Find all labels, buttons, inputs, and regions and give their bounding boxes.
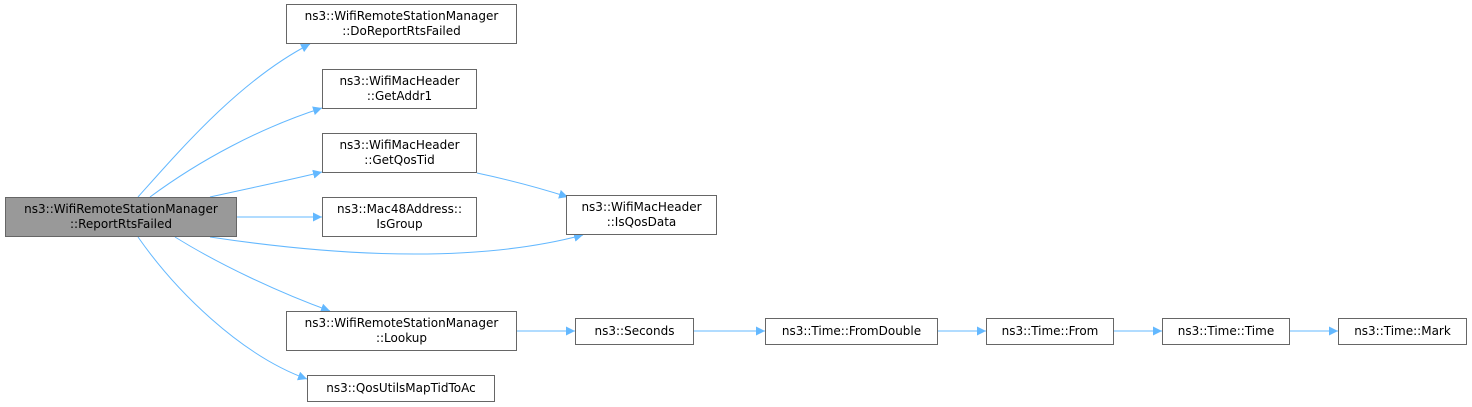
node-lookup[interactable]: ns3::WifiRemoteStationManager ::Lookup [286, 311, 517, 351]
edge-reportrtsfailed-lookup [174, 236, 331, 313]
node-doreportrtsfailed-line1: ns3::WifiRemoteStationManager [304, 9, 499, 23]
edge-reportrtsfailed-isqosdata [209, 232, 584, 255]
node-qosutilsmaptidtoac[interactable]: ns3::QosUtilsMapTidToAc [307, 375, 495, 402]
node-seconds[interactable]: ns3::Seconds [575, 318, 694, 345]
edge-reportrtsfailed-getqostid [209, 169, 323, 198]
node-lookup-line1: ns3::WifiRemoteStationManager [304, 316, 499, 330]
node-from-label: ns3::Time::From [1001, 324, 1099, 338]
node-doreportrtsfailed-line2: ::DoReportRtsFailed [342, 24, 461, 38]
node-doreportrtsfailed[interactable]: ns3::WifiRemoteStationManager ::DoReport… [286, 4, 517, 44]
node-lookup-line2: ::Lookup [375, 331, 428, 345]
node-isqosdata[interactable]: ns3::WifiMacHeader ::IsQosData [566, 195, 717, 235]
node-getqostid-line2: ::GetQosTid [364, 153, 435, 167]
node-getaddr1-line2: ::GetAddr1 [366, 89, 433, 103]
edge-reportrtsfailed-qosutilsmaptidtoac [137, 236, 308, 381]
node-isgroup[interactable]: ns3::Mac48Address:: IsGroup [322, 197, 477, 237]
node-mark-label: ns3::Time::Mark [1354, 324, 1451, 338]
node-reportrtsfailed-line1: ns3::WifiRemoteStationManager [24, 202, 218, 216]
node-reportrtsfailed-line2: ::ReportRtsFailed [70, 217, 172, 231]
node-getqostid-line1: ns3::WifiMacHeader [339, 138, 460, 152]
node-seconds-label: ns3::Seconds [594, 324, 675, 338]
edge-getqostid-isqosdata [476, 172, 569, 199]
node-isqosdata-line2: ::IsQosData [606, 215, 677, 229]
node-getaddr1-line1: ns3::WifiMacHeader [339, 74, 460, 88]
node-isgroup-line1: ns3::Mac48Address:: [336, 202, 463, 216]
node-time[interactable]: ns3::Time::Time [1162, 318, 1290, 345]
node-qosutilsmaptidtoac-label: ns3::QosUtilsMapTidToAc [326, 381, 476, 395]
node-isgroup-line2: IsGroup [376, 217, 423, 231]
node-isqosdata-line1: ns3::WifiMacHeader [581, 200, 702, 214]
node-getqostid[interactable]: ns3::WifiMacHeader ::GetQosTid [322, 133, 477, 173]
node-getaddr1[interactable]: ns3::WifiMacHeader ::GetAddr1 [322, 69, 477, 109]
edge-reportrtsfailed-doreportrtsfailed [137, 43, 311, 198]
node-reportrtsfailed: ns3::WifiRemoteStationManager ::ReportRt… [5, 197, 237, 237]
node-from[interactable]: ns3::Time::From [986, 318, 1114, 345]
node-time-label: ns3::Time::Time [1177, 324, 1275, 338]
node-fromdouble[interactable]: ns3::Time::FromDouble [765, 318, 938, 345]
node-mark[interactable]: ns3::Time::Mark [1338, 318, 1467, 345]
edge-reportrtsfailed-getaddr1 [149, 106, 323, 198]
node-fromdouble-label: ns3::Time::FromDouble [781, 324, 922, 338]
